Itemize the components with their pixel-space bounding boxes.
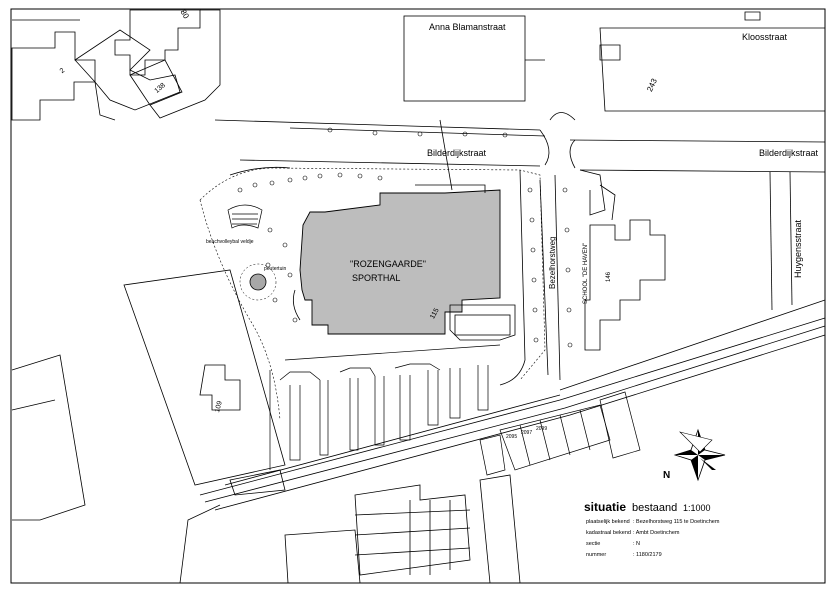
legend-row-key: nummer [586,552,606,558]
legend-title: situatie [584,500,626,514]
street-label-kloos: Kloosstraat [742,32,788,42]
sports-field [11,269,286,521]
map-frame [10,8,826,584]
legend-row-value: : Bezelhorstweg 115 te Doetinchem [633,519,720,525]
parcel-label-2: 2 [59,67,67,75]
tree-symbols [237,127,573,348]
house-number-2097: 2097 [521,430,532,436]
school-label: SCHOOL "DE HAVEN" [583,243,589,304]
school-de-haven [579,169,666,351]
legend-row-value: : 1180/2179 [633,552,662,558]
street-label-bilderdijk-2: Bilderdijkstraat [759,148,819,158]
railway-diagonal [199,299,826,511]
north-letter: N [663,470,670,481]
street-label-huygens: Huygensstraat [793,219,803,278]
street-label-anna-blaman: Anna Blamanstraat [429,22,506,32]
terraced-houses [479,391,641,476]
sporthal-type: SPORTHAL [352,273,400,283]
parcel-label-146: 146 [606,271,612,282]
pavilion-label: peutertuin [264,266,286,272]
road-bilderdijkstraat [214,119,826,173]
sporthal-name: "ROZENGAARDE" [350,259,426,269]
parking-bays [269,344,501,470]
site-boundary [199,167,546,421]
house-number-2095: 2095 [506,434,517,440]
title-block: situatie bestaand 1:1000 plaatselijk bek… [584,500,720,558]
parcel-label-138: 138 [153,82,167,95]
sporthal-building [299,189,501,335]
peutertuin-pavilion [249,273,267,291]
building-block-bottom [179,469,521,584]
site-outline [229,166,561,386]
street-label-bezelhorstweg: Bezelhorstweg [548,237,557,289]
beach-volleyball-field [227,204,263,229]
legend-row-key: kadastraal bekend [586,530,631,536]
pavilion-ring [239,263,277,301]
legend-row-value: : Ambt Doetinchem [633,530,680,536]
house-number-2099: 2099 [536,426,547,432]
north-arrow-icon: N [663,428,726,482]
house-number-labels: 2095 2097 2099 [506,426,547,440]
building-block-topleft [11,9,221,121]
legend-scale: 1:1000 [683,503,711,513]
legend-subtitle: bestaand [632,502,677,514]
sporthal-annex [292,119,516,341]
building-block-topright [403,11,826,121]
parcel-label-109: 109 [214,400,224,413]
parcel-label-115: 115 [429,307,440,320]
parcel-label-243: 243 [645,77,659,93]
road-huygensstraat [769,171,793,311]
legend-row-value: : N [633,541,640,547]
street-label-bilderdijk-1: Bilderdijkstraat [427,148,487,158]
legend-row-key: plaatselijk bekend [586,519,630,525]
legend-row-key: sectie [586,541,600,547]
speelplaats-label: beachvolleybal veldje [206,239,254,245]
